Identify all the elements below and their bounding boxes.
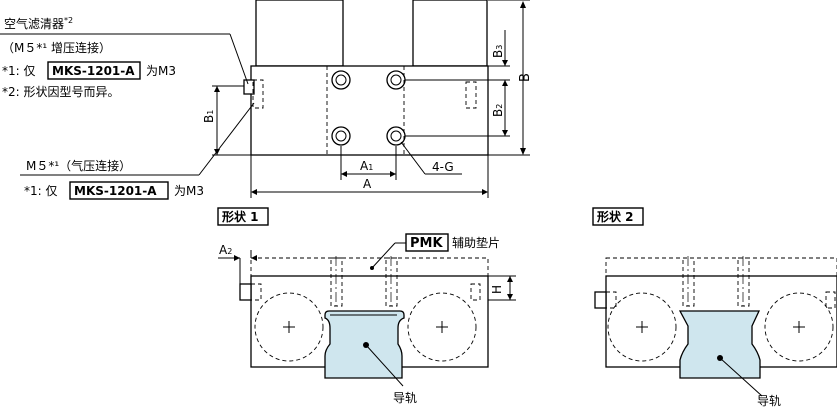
note1-bottom-model: MKS-1201-A: [74, 184, 157, 198]
note1-top-model: MKS-1201-A: [52, 64, 135, 78]
dim-b: B: [518, 73, 533, 82]
dim-a: A: [363, 177, 372, 191]
air-filter-label: 空气滤清器*2: [4, 16, 73, 31]
left-cylinder: [255, 0, 344, 67]
shape-1-badge: [217, 207, 269, 226]
air-filter-port: [243, 79, 255, 95]
m5-pressure-label: M５*¹（气压连接）: [26, 158, 131, 173]
dim-h: H: [490, 285, 504, 294]
m5-boost-label: （M５*¹ 增压连接）: [2, 40, 111, 55]
pmk-desc: 辅助垫片: [452, 235, 500, 250]
shape-2-label: 形状 2: [597, 209, 634, 224]
pmk-label: PMK: [410, 236, 443, 251]
note1-top-suffix: 为M3: [146, 64, 176, 78]
hole-label: 4-G: [432, 160, 454, 174]
rail-label-1: 导轨: [393, 391, 417, 405]
rail-label-2: 导轨: [757, 394, 781, 408]
pmk-spacer: [250, 257, 489, 277]
note1-bottom-prefix: *1: 仅: [24, 184, 58, 198]
top-dimension-labels: B B3 B2 B1 A1 A 4-G: [202, 45, 533, 191]
note1-top-prefix: *1: 仅: [2, 64, 36, 78]
shape-1-label: 形状 1: [222, 209, 259, 224]
dim-a1: A1: [360, 159, 373, 173]
dim-b1: B1: [202, 110, 216, 123]
shape-2-port: [594, 291, 607, 309]
model-badge-bottom: [69, 181, 169, 200]
shape-2-view: 形状 2 导轨: [592, 207, 837, 408]
top-annotations: 空气滤清器*2 （M５*¹ 增压连接） *1: 仅 MKS-1201-A 为M3…: [2, 16, 204, 200]
shape-1-port: [239, 283, 252, 301]
note1-bottom-suffix: 为M3: [174, 184, 204, 198]
model-badge-top: [47, 61, 141, 80]
guide-rail-2: [678, 310, 761, 379]
right-cylinder: [412, 0, 488, 67]
main-body: [250, 65, 489, 156]
shape-2-badge: [592, 207, 644, 226]
dim-b3: B3: [491, 45, 505, 58]
top-view: [0, 0, 530, 198]
dim-b2: B2: [491, 104, 505, 117]
note2-label: *2: 形状因型号而异。: [2, 85, 120, 99]
shape-1-view: 形状 1 PMK 辅助垫片 A2: [217, 207, 516, 405]
mounting-holes: [331, 70, 406, 146]
dim-a2: A2: [219, 243, 232, 257]
